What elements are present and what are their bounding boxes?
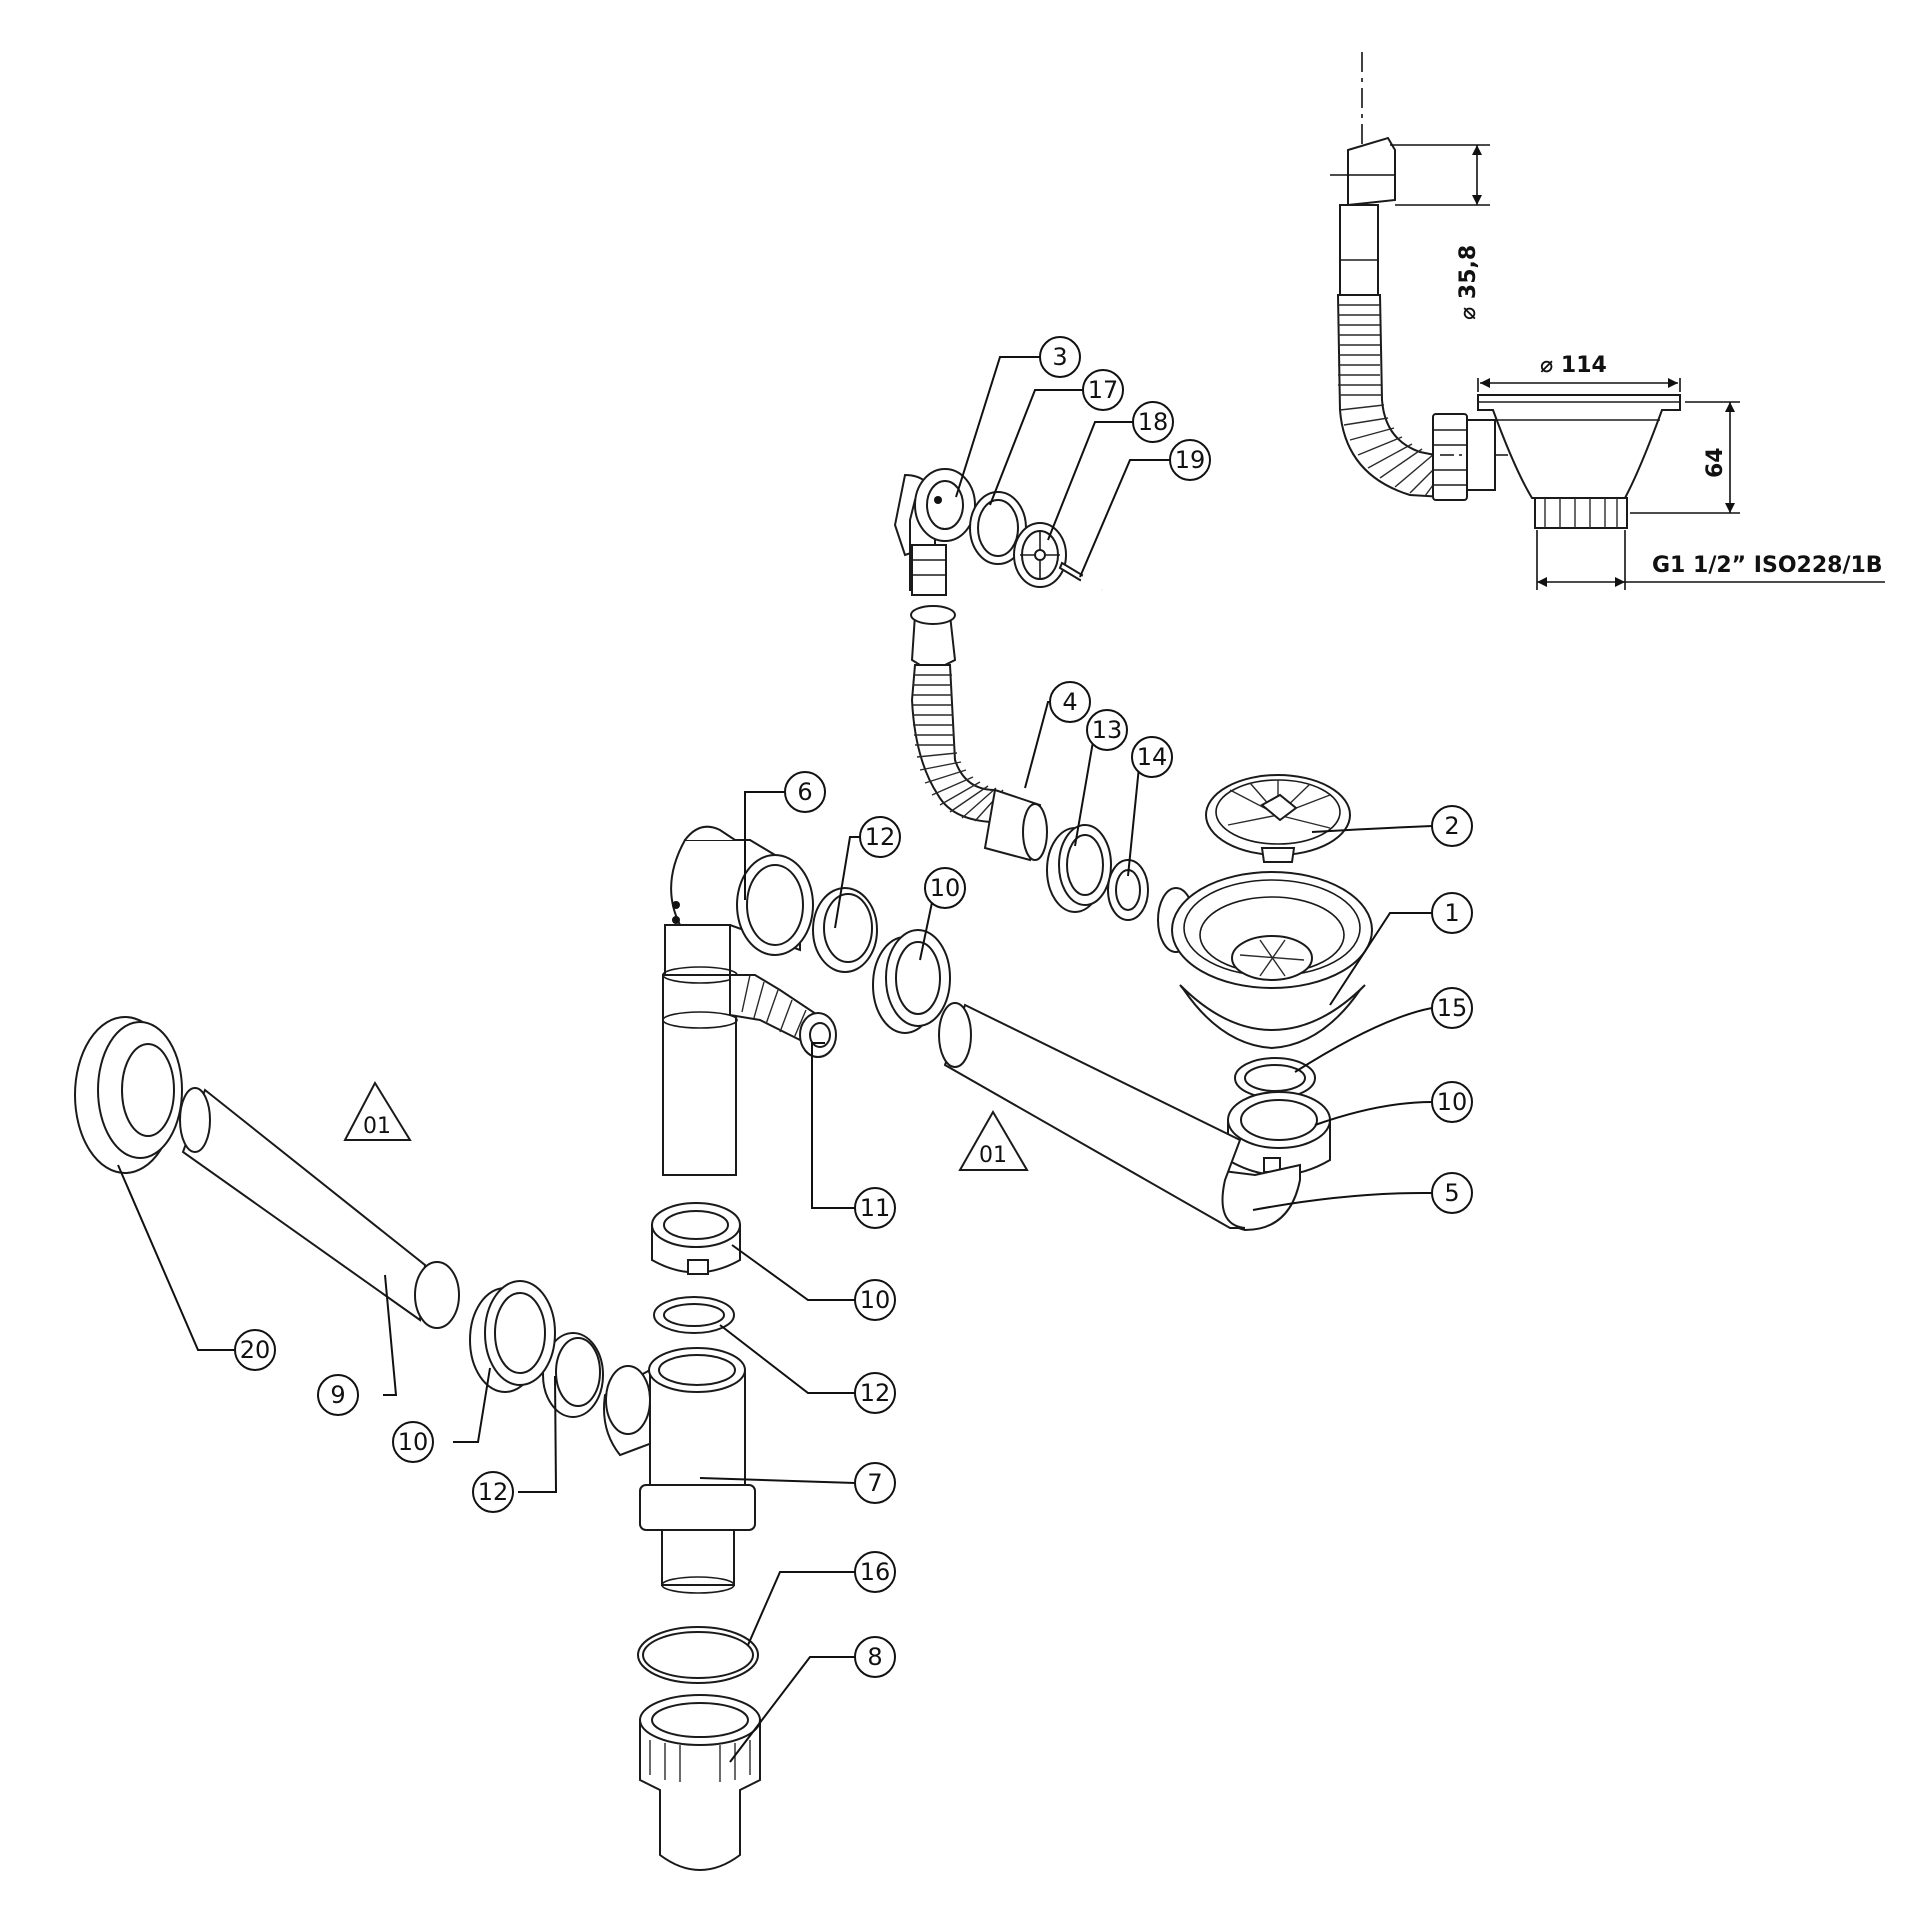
- overflow-grille: [1013, 522, 1067, 588]
- trap-top-nut: [651, 1202, 741, 1275]
- svg-text:13: 13: [1092, 716, 1123, 744]
- svg-text:20: 20: [240, 1336, 271, 1364]
- inset-corrugated-hose: [1336, 294, 1461, 500]
- elbow-pipe: [938, 1002, 1301, 1232]
- svg-text:4: 4: [1062, 688, 1077, 716]
- callout-8: 8: [854, 1636, 896, 1678]
- callout-7: 7: [854, 1462, 896, 1504]
- sink-drain-body: [1157, 871, 1373, 1050]
- inset-side-view: ⌀ 35,8 ⌀ 114 64 G1 1/2” ISO228/1B: [1330, 52, 1885, 590]
- callout-17: 17: [1082, 369, 1124, 411]
- callout-2: 2: [1431, 805, 1473, 847]
- svg-text:8: 8: [867, 1643, 882, 1671]
- callout-1: 1: [1431, 892, 1473, 934]
- svg-text:16: 16: [860, 1558, 891, 1586]
- svg-text:14: 14: [1137, 743, 1168, 771]
- overflow-head: [893, 468, 976, 596]
- svg-text:12: 12: [865, 823, 896, 851]
- tee-connector: [662, 825, 827, 1176]
- spigot-cap: [799, 1012, 837, 1058]
- leader-lines: [117, 356, 1433, 1763]
- height-label: 64: [1703, 447, 1728, 478]
- outlet-pipe: [179, 1087, 460, 1329]
- callout-3: 3: [1039, 336, 1081, 378]
- overflow-ring: [969, 491, 1027, 565]
- callout-10-top: 10: [924, 867, 966, 909]
- svg-text:12: 12: [478, 1478, 509, 1506]
- trap-cup: [639, 1694, 761, 1871]
- callout-5: 5: [1431, 1172, 1473, 1214]
- callout-12-top: 12: [859, 816, 901, 858]
- callout-12-center: 12: [854, 1372, 896, 1414]
- callout-19: 19: [1169, 439, 1211, 481]
- svg-text:1: 1: [1444, 899, 1459, 927]
- svg-text:9: 9: [330, 1381, 345, 1409]
- svg-text:6: 6: [797, 778, 812, 806]
- svg-text:10: 10: [860, 1286, 891, 1314]
- bottle-trap-body: [603, 1347, 756, 1594]
- callout-4: 4: [1049, 681, 1091, 723]
- callout-6: 6: [784, 771, 826, 813]
- strainer-basket: [1205, 774, 1351, 863]
- callout-10-center: 10: [854, 1279, 896, 1321]
- callout-11: 11: [854, 1187, 896, 1229]
- svg-text:11: 11: [860, 1194, 891, 1222]
- callout-9: 9: [317, 1374, 359, 1416]
- svg-text:17: 17: [1088, 376, 1119, 404]
- svg-text:01: 01: [979, 1143, 1007, 1168]
- svg-text:15: 15: [1437, 994, 1468, 1022]
- svg-text:12: 12: [860, 1379, 891, 1407]
- tee-nut: [872, 929, 951, 1034]
- revision-mark-left: 01: [343, 1080, 412, 1141]
- callout-20: 20: [234, 1329, 276, 1371]
- svg-text:7: 7: [867, 1469, 882, 1497]
- callout-14: 14: [1131, 736, 1173, 778]
- svg-text:19: 19: [1175, 446, 1206, 474]
- svg-text:01: 01: [363, 1114, 391, 1139]
- overflow-screw: [1058, 561, 1103, 592]
- overflow-diameter-label: ⌀ 35,8: [1456, 245, 1481, 320]
- svg-text:3: 3: [1052, 343, 1067, 371]
- callout-13: 13: [1086, 709, 1128, 751]
- callout-15: 15: [1431, 987, 1473, 1029]
- callout-10-left: 10: [392, 1421, 434, 1463]
- tee-gasket: [812, 887, 878, 973]
- svg-text:10: 10: [398, 1428, 429, 1456]
- basket-diameter-label: ⌀ 114: [1540, 353, 1607, 378]
- overflow-nut: [1046, 824, 1112, 913]
- svg-text:10: 10: [930, 874, 961, 902]
- svg-text:5: 5: [1444, 1179, 1459, 1207]
- svg-text:10: 10: [1437, 1088, 1468, 1116]
- wall-rosette: [74, 1016, 183, 1174]
- thread-spec-label: G1 1/2” ISO228/1B: [1652, 553, 1883, 578]
- callout-18: 18: [1132, 401, 1174, 443]
- svg-text:2: 2: [1444, 812, 1459, 840]
- callout-16: 16: [854, 1551, 896, 1593]
- overflow-connector-pipe: [983, 788, 1048, 862]
- outlet-nut-left: [469, 1280, 556, 1393]
- revision-mark-center: 01: [958, 1110, 1029, 1171]
- elbow-nut: [1227, 1091, 1331, 1176]
- callout-10-right: 10: [1431, 1081, 1473, 1123]
- svg-text:18: 18: [1138, 408, 1169, 436]
- callout-12-left: 12: [472, 1471, 514, 1513]
- outlet-gasket-left: [542, 1332, 604, 1418]
- cup-o-ring: [637, 1626, 759, 1684]
- trap-gasket: [653, 1296, 735, 1334]
- overflow-gasket: [1107, 859, 1149, 921]
- outlet-gasket: [1234, 1057, 1316, 1099]
